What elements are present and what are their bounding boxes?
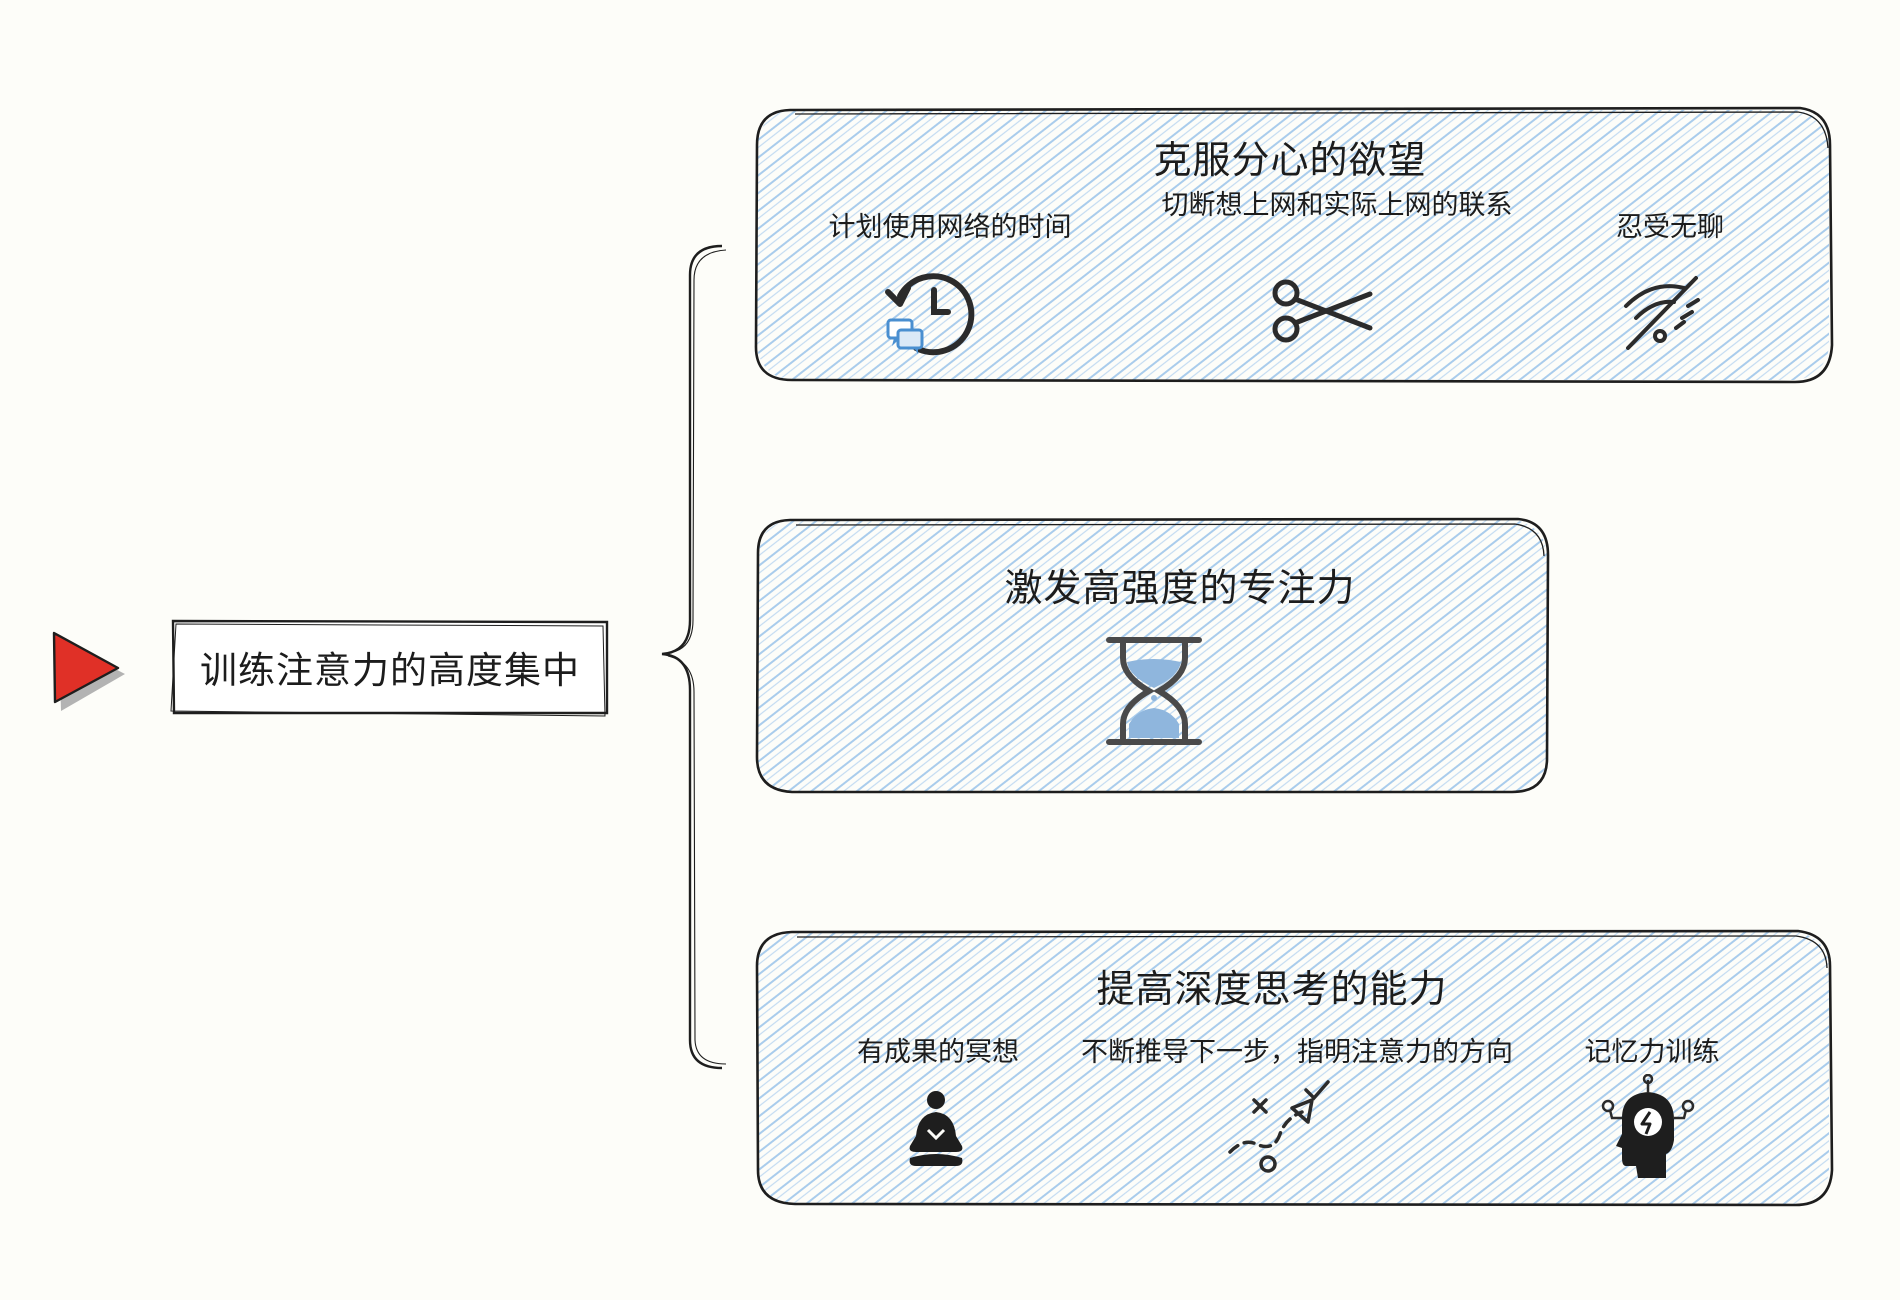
item-label-meditation: 有成果的冥想 xyxy=(857,1037,1019,1068)
item-label-cut-connection: 切断想上网和实际上网的联系 xyxy=(1161,190,1513,221)
wifi-off-icon xyxy=(1624,276,1700,350)
clock-history-chat-icon xyxy=(885,273,975,356)
item-label-next-step: 不断推导下一步，指明注意力的方向 xyxy=(1081,1037,1513,1068)
curly-brace xyxy=(661,244,727,1070)
card-high-intensity-focus-shape xyxy=(755,517,1550,794)
scissors-icon xyxy=(1272,279,1373,343)
strategy-path-icon xyxy=(1228,1080,1330,1173)
hourglass-icon xyxy=(1106,637,1202,745)
card-overcome-distraction-shape xyxy=(754,106,1834,384)
meditation-icon xyxy=(909,1091,963,1166)
root-node: 训练注意力的高度集中 xyxy=(173,621,607,713)
root-box-shape xyxy=(170,619,609,717)
card-deep-thinking-shape xyxy=(755,929,1834,1207)
item-label-endure-boredom: 忍受无聊 xyxy=(1616,212,1724,243)
item-label-memory-training: 记忆力训练 xyxy=(1584,1037,1720,1068)
card-title-high-intensity-focus: 激发高强度的专注力 xyxy=(1004,566,1356,610)
item-label-plan-internet-time: 计划使用网络的时间 xyxy=(828,212,1072,243)
play-arrow-marker xyxy=(52,631,125,711)
brain-head-icon xyxy=(1601,1074,1695,1178)
root-label: 训练注意力的高度集中 xyxy=(200,649,580,692)
card-title-overcome-distraction: 克服分心的欲望 xyxy=(1153,138,1427,182)
card-title-deep-thinking: 提高深度思考的能力 xyxy=(1096,967,1448,1011)
